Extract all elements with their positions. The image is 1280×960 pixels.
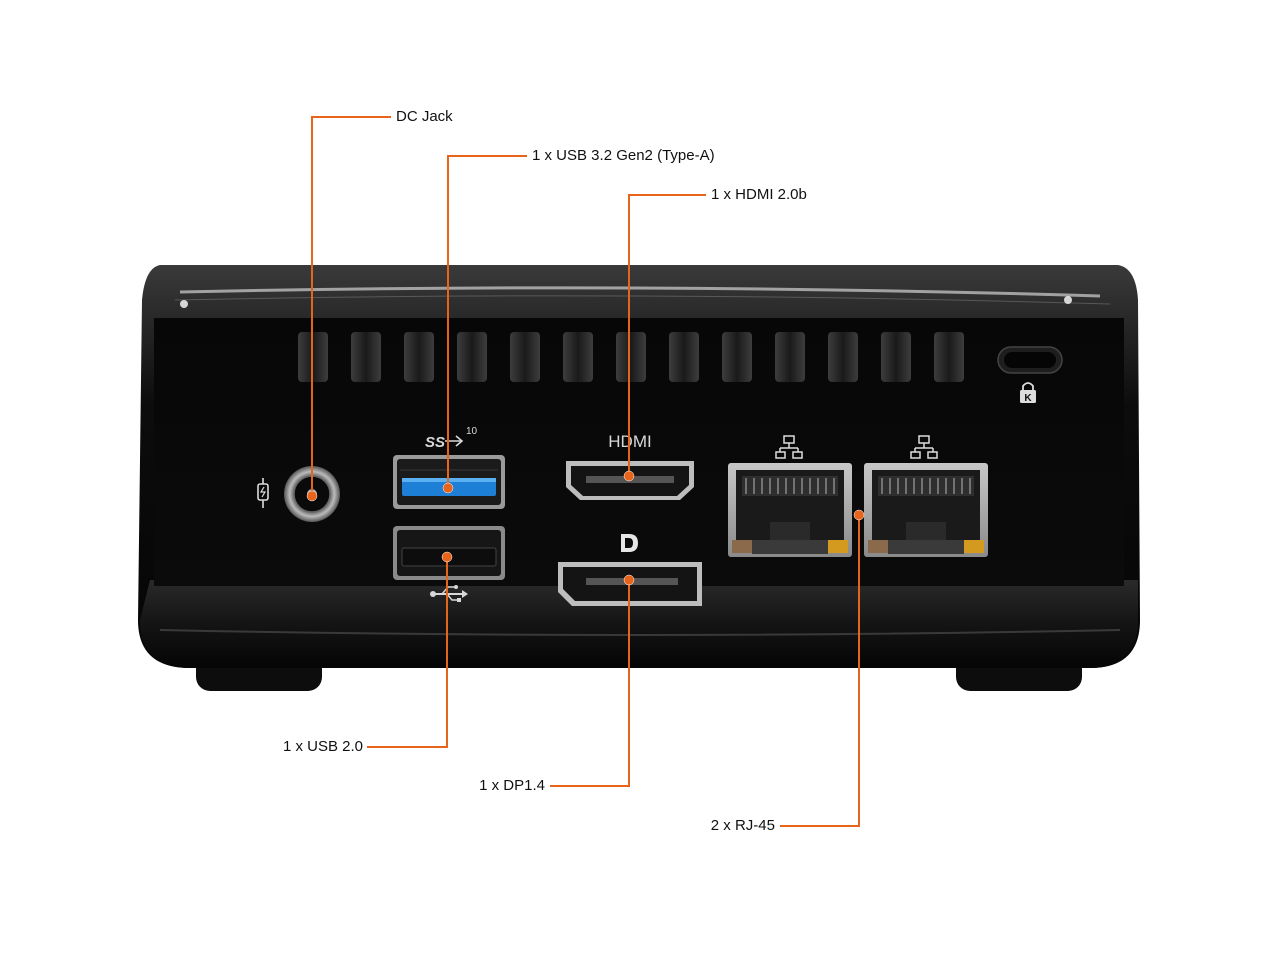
callout-dot-hdmi bbox=[623, 470, 635, 482]
kensington-lock-slot bbox=[997, 346, 1063, 374]
rj45-port-1 bbox=[728, 463, 852, 557]
callout-dot-dc-jack bbox=[306, 490, 318, 502]
rj45-port-2 bbox=[864, 463, 988, 557]
ss-logo-text: SS bbox=[425, 434, 445, 451]
callout-line-usb32 bbox=[447, 155, 527, 488]
callout-line-hdmi bbox=[628, 194, 706, 476]
callout-line-rj45 bbox=[780, 515, 860, 827]
callout-dc-jack: DC Jack bbox=[396, 108, 453, 125]
callout-usb32: 1 x USB 3.2 Gen2 (Type-A) bbox=[532, 147, 715, 164]
displayport-icon bbox=[621, 534, 638, 552]
callout-rj45: 2 x RJ-45 bbox=[710, 817, 775, 834]
svg-text:K: K bbox=[1024, 393, 1032, 404]
callout-line-usb20 bbox=[367, 557, 448, 748]
power-plug-icon bbox=[257, 478, 269, 508]
kensington-lock-icon: K bbox=[1020, 382, 1036, 404]
vent-slots bbox=[298, 332, 964, 382]
callout-usb20: 1 x USB 2.0 bbox=[282, 738, 363, 755]
network-icon bbox=[910, 435, 938, 459]
callout-dot-usb20 bbox=[441, 551, 453, 563]
callout-dot-usb32 bbox=[442, 482, 454, 494]
callout-hdmi: 1 x HDMI 2.0b bbox=[711, 186, 807, 203]
callout-line-dp bbox=[550, 580, 630, 787]
callout-line-dc-jack bbox=[311, 116, 391, 496]
callout-dot-rj45 bbox=[853, 509, 865, 521]
callout-dot-dp bbox=[623, 574, 635, 586]
callout-dp: 1 x DP1.4 bbox=[479, 777, 545, 794]
network-icon bbox=[775, 435, 803, 459]
usb-speed-text: 10 bbox=[466, 426, 478, 437]
